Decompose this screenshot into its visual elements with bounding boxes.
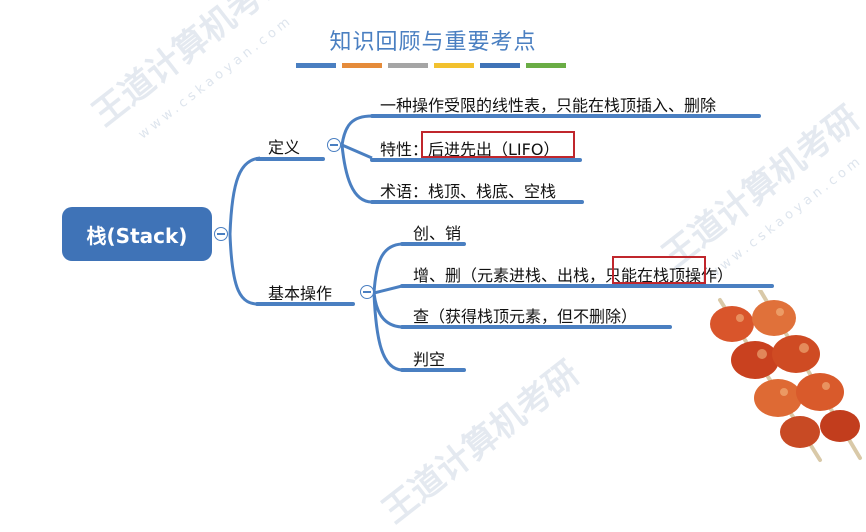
title-bar bbox=[434, 63, 474, 68]
title-bar bbox=[388, 63, 428, 68]
connector-operations-item2 bbox=[373, 284, 403, 295]
mindmap-connectors bbox=[228, 114, 403, 372]
definition-item: 特性：后进先出（LIFO） bbox=[380, 140, 560, 159]
connector-operations-item3 bbox=[372, 292, 403, 329]
operations-item: 增、删（元素进栈、出栈，只能在栈顶操作） bbox=[413, 266, 734, 285]
root-collapse-icon[interactable] bbox=[214, 227, 228, 241]
connector-definition-item2 bbox=[341, 143, 373, 160]
title-decoration-bars bbox=[296, 63, 566, 68]
operations-item: 查（获得栈顶元素，但不删除） bbox=[413, 307, 638, 326]
title-bar bbox=[526, 63, 566, 68]
operations-collapse-icon[interactable] bbox=[360, 285, 374, 299]
connector-root-operations bbox=[228, 233, 261, 306]
title-bar bbox=[342, 63, 382, 68]
skewer-illustration bbox=[710, 290, 862, 462]
definition-item-underline bbox=[370, 114, 761, 118]
operations-item: 创、销 bbox=[413, 224, 462, 243]
operations-item-underline bbox=[400, 368, 466, 372]
connector-root-definition bbox=[228, 156, 261, 235]
branch-operations-label[interactable]: 基本操作 bbox=[268, 284, 333, 303]
title-bar bbox=[296, 63, 336, 68]
operations-item: 判空 bbox=[413, 350, 446, 369]
connector-operations-item1 bbox=[372, 242, 403, 294]
title-bar bbox=[480, 63, 520, 68]
connector-operations-item4 bbox=[372, 292, 403, 372]
definition-item-underline bbox=[370, 158, 582, 162]
branch-operations-underline bbox=[255, 302, 355, 306]
highlight-box-top-only bbox=[612, 256, 706, 284]
connector-definition-item1 bbox=[340, 114, 373, 146]
definition-item: 术语：栈顶、栈底、空栈 bbox=[380, 182, 557, 201]
definition-item-underline bbox=[370, 200, 584, 204]
branch-definition-label[interactable]: 定义 bbox=[268, 138, 301, 157]
page-title: 知识回顾与重要考点 bbox=[329, 30, 537, 55]
definition-collapse-icon[interactable] bbox=[327, 138, 341, 152]
operations-item-underline bbox=[400, 242, 466, 246]
operations-item-underline bbox=[400, 284, 774, 288]
highlight-box-lifo bbox=[421, 131, 575, 158]
root-node[interactable]: 栈(Stack) bbox=[62, 207, 212, 261]
operations-item-underline bbox=[400, 325, 672, 329]
definition-item: 一种操作受限的线性表，只能在栈顶插入、删除 bbox=[380, 96, 717, 115]
branch-definition-underline bbox=[255, 157, 325, 161]
connector-definition-item3 bbox=[340, 144, 373, 204]
